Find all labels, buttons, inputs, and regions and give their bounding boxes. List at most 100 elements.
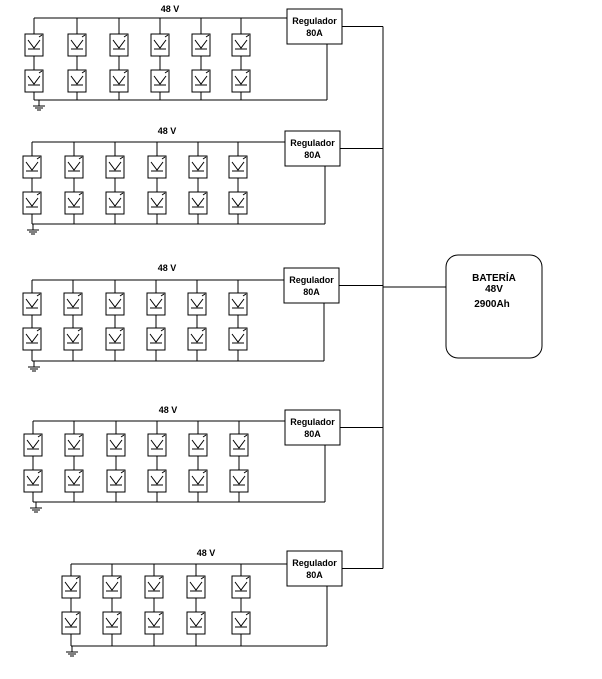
solar-panel-icon bbox=[150, 33, 170, 57]
voltage-label: 48 V bbox=[197, 548, 216, 558]
battery-voltage: 48V bbox=[485, 284, 503, 295]
solar-panel-icon bbox=[64, 433, 84, 457]
regulator[interactable]: Regulador 80A bbox=[284, 130, 341, 167]
regulator-rating: 80A bbox=[304, 150, 321, 160]
solar-panel-icon bbox=[105, 327, 125, 351]
regulator-box[interactable] bbox=[284, 130, 341, 167]
regulator-rating: 80A bbox=[306, 570, 323, 580]
regulator-box[interactable] bbox=[283, 267, 340, 304]
solar-panel-icon bbox=[147, 191, 167, 215]
battery-capacity: 2900Ah bbox=[474, 299, 510, 310]
solar-panel-icon bbox=[109, 33, 129, 57]
regulator-rating: 80A bbox=[303, 287, 320, 297]
solar-panel-icon bbox=[22, 191, 42, 215]
solar-panel-icon bbox=[150, 69, 170, 93]
solar-panel-icon bbox=[147, 469, 167, 493]
solar-panel-icon bbox=[231, 575, 251, 599]
bus-layer bbox=[339, 26, 446, 569]
solar-panel-icon bbox=[22, 155, 42, 179]
ground-icon bbox=[33, 100, 45, 111]
solar-panel-icon bbox=[24, 69, 44, 93]
solar-panel-icon bbox=[61, 611, 81, 635]
voltage-label: 48 V bbox=[158, 263, 177, 273]
solar-panel-icon bbox=[229, 469, 249, 493]
voltage-label: 48 V bbox=[159, 405, 178, 415]
solar-panel-icon bbox=[64, 155, 84, 179]
solar-panel-icon bbox=[188, 155, 208, 179]
solar-panel-icon bbox=[102, 611, 122, 635]
solar-panel-icon bbox=[186, 611, 206, 635]
regulator-rating: 80A bbox=[304, 429, 321, 439]
panel-array: 48 V Regulador 80A bbox=[23, 405, 341, 513]
solar-panel-icon bbox=[188, 191, 208, 215]
solar-panel-icon bbox=[67, 69, 87, 93]
solar-panel-icon bbox=[109, 69, 129, 93]
regulator-rating: 80A bbox=[306, 28, 323, 38]
solar-panel-icon bbox=[144, 611, 164, 635]
solar-panel-icon bbox=[23, 469, 43, 493]
solar-panel-icon bbox=[105, 191, 125, 215]
solar-panel-icon bbox=[106, 469, 126, 493]
solar-panel-icon bbox=[146, 327, 166, 351]
solar-panel-icon bbox=[63, 327, 83, 351]
solar-panel-icon bbox=[23, 433, 43, 457]
arrays-layer: 48 V Regulador 80A 48 V Regulador 80A 48 V Regu… bbox=[22, 4, 343, 657]
regulator[interactable]: Regulador 80A bbox=[286, 550, 343, 587]
solar-panel-icon bbox=[22, 292, 42, 316]
voltage-label: 48 V bbox=[158, 126, 177, 136]
regulator-label: Regulador bbox=[290, 417, 335, 427]
battery-label: BATERÍA bbox=[472, 271, 516, 284]
solar-panel-icon bbox=[187, 292, 207, 316]
regulator-box[interactable] bbox=[284, 409, 341, 446]
solar-panel-icon bbox=[106, 433, 126, 457]
regulator-label: Regulador bbox=[289, 275, 334, 285]
solar-panel-icon bbox=[146, 292, 166, 316]
solar-panel-icon bbox=[191, 69, 211, 93]
regulator-box[interactable] bbox=[286, 550, 343, 587]
solar-panel-icon bbox=[228, 327, 248, 351]
solar-panel-icon bbox=[147, 433, 167, 457]
solar-panel-icon bbox=[228, 155, 248, 179]
panel-array: 48 V Regulador 80A bbox=[22, 263, 340, 372]
solar-panel-icon bbox=[231, 69, 251, 93]
panel-array: 48 V Regulador 80A bbox=[61, 548, 343, 657]
regulator[interactable]: Regulador 80A bbox=[284, 409, 341, 446]
regulator-label: Regulador bbox=[292, 16, 337, 26]
solar-panel-icon bbox=[187, 327, 207, 351]
solar-panel-icon bbox=[231, 33, 251, 57]
voltage-label: 48 V bbox=[161, 4, 180, 14]
ground-icon bbox=[28, 361, 40, 372]
regulator[interactable]: Regulador 80A bbox=[286, 8, 343, 45]
solar-panel-icon bbox=[64, 469, 84, 493]
regulator-box[interactable] bbox=[286, 8, 343, 45]
regulator[interactable]: Regulador 80A bbox=[283, 267, 340, 304]
solar-panel-icon bbox=[61, 575, 81, 599]
ground-icon bbox=[30, 502, 42, 513]
panel-array: 48 V Regulador 80A bbox=[22, 126, 341, 235]
solar-panel-icon bbox=[144, 575, 164, 599]
solar-panel-icon bbox=[105, 292, 125, 316]
battery-box[interactable] bbox=[445, 254, 543, 359]
solar-panel-icon bbox=[188, 469, 208, 493]
panel-array: 48 V Regulador 80A bbox=[24, 4, 343, 111]
solar-panel-icon bbox=[188, 433, 208, 457]
solar-panel-icon bbox=[147, 155, 167, 179]
solar-panel-icon bbox=[191, 33, 211, 57]
regulator-label: Regulador bbox=[292, 558, 337, 568]
regulator-label: Regulador bbox=[290, 138, 335, 148]
solar-panel-icon bbox=[24, 33, 44, 57]
solar-panel-icon bbox=[22, 327, 42, 351]
solar-panel-icon bbox=[63, 292, 83, 316]
solar-panel-icon bbox=[64, 191, 84, 215]
ground-icon bbox=[66, 646, 78, 657]
solar-panel-icon bbox=[102, 575, 122, 599]
solar-panel-icon bbox=[186, 575, 206, 599]
solar-panel-icon bbox=[231, 611, 251, 635]
solar-panel-icon bbox=[228, 292, 248, 316]
battery[interactable]: BATERÍA 48V 2900Ah bbox=[445, 254, 543, 359]
solar-panel-icon bbox=[229, 433, 249, 457]
solar-panel-icon bbox=[105, 155, 125, 179]
ground-icon bbox=[27, 224, 39, 235]
solar-panel-icon bbox=[228, 191, 248, 215]
